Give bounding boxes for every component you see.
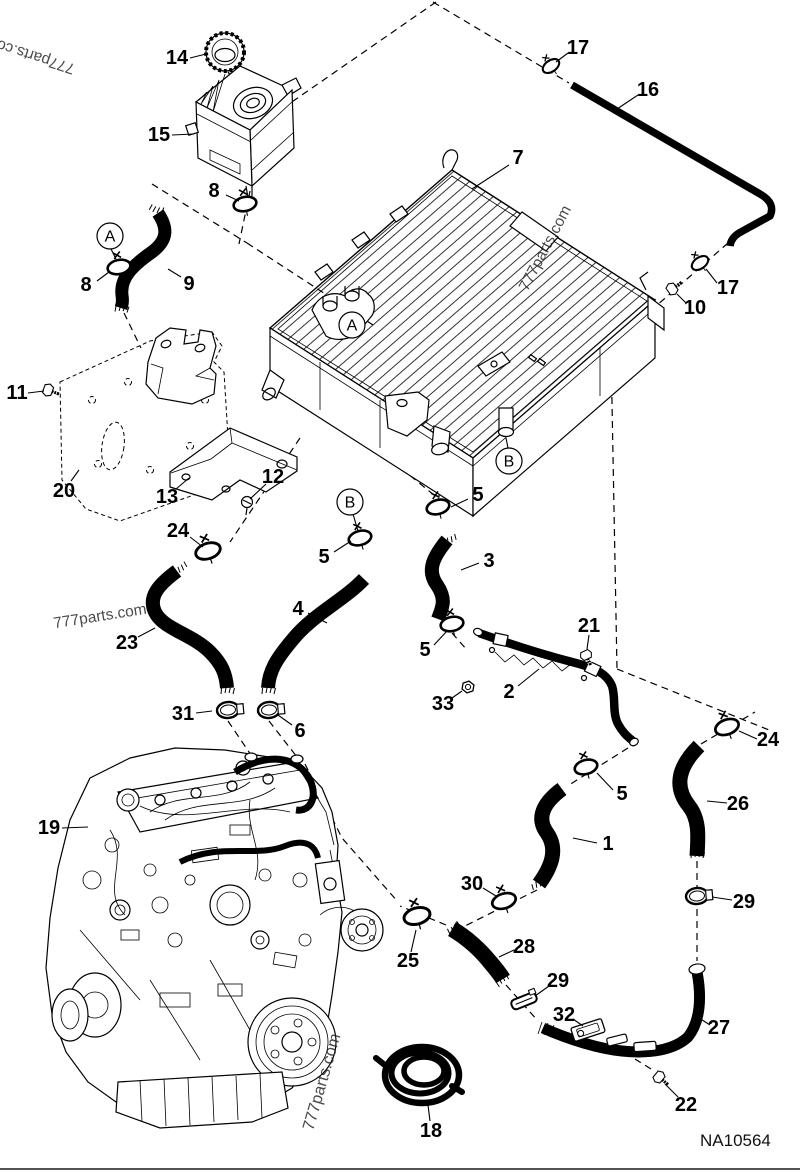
svg-text:B: B <box>504 454 515 471</box>
callout-23: 23 <box>116 632 138 654</box>
callout-29a: 29 <box>733 891 755 913</box>
clamp-29-flat <box>510 987 538 1011</box>
callout-8b: 8 <box>80 274 91 296</box>
svg-text:A: A <box>347 318 358 335</box>
coolant-reservoir <box>184 31 302 199</box>
callout-20: 20 <box>53 480 75 502</box>
clamp-5-hose1 <box>569 748 602 783</box>
view-label-A2: A <box>338 311 366 339</box>
callout-26: 26 <box>727 793 749 815</box>
clamp-5-b1 <box>343 519 376 554</box>
callout-18: 18 <box>420 1120 442 1142</box>
fasteners <box>40 49 745 1091</box>
bracket-13 <box>169 427 298 501</box>
callout-5b: 5 <box>472 484 483 506</box>
hose-26 <box>672 740 706 857</box>
tube-27 <box>537 963 706 1058</box>
drawing-number: NA10564 <box>700 1131 771 1150</box>
clamp-24-right <box>708 706 745 745</box>
callout-21: 21 <box>578 615 600 637</box>
clamp-30 <box>486 880 521 919</box>
screw-12 <box>240 495 254 516</box>
callout-19: 19 <box>38 817 60 839</box>
view-reference-labels: A A B B <box>96 222 523 516</box>
clamp-24-left <box>189 529 226 569</box>
bolt-22 <box>649 1067 674 1091</box>
callout-6: 6 <box>294 720 305 742</box>
hose-3 <box>424 535 453 622</box>
callout-24a: 24 <box>167 520 190 542</box>
hoses <box>114 81 776 1107</box>
callout-8a: 8 <box>208 180 219 202</box>
callout-13: 13 <box>156 486 178 508</box>
callout-16: 16 <box>637 79 659 101</box>
callout-5c: 5 <box>419 639 430 661</box>
callout-31: 31 <box>172 703 194 725</box>
callout-10: 10 <box>684 297 706 319</box>
watermark-mid-left: 777parts.com <box>52 601 147 632</box>
callout-12: 12 <box>262 466 284 488</box>
clamp-17-top <box>535 49 566 81</box>
engine-mount-bracket <box>145 327 217 405</box>
callout-5a: 5 <box>318 546 329 568</box>
callout-30: 30 <box>461 873 483 895</box>
tube-2 <box>473 627 639 747</box>
view-label-A1: A <box>96 222 124 250</box>
fitting-10 <box>663 275 687 299</box>
clamp-29-top <box>684 885 715 907</box>
leader-lines <box>27 52 758 1122</box>
callout-29b: 29 <box>547 970 569 992</box>
hose-16 <box>570 81 776 247</box>
hose-9 <box>114 209 172 311</box>
callout-15: 15 <box>148 124 170 146</box>
clamp-25 <box>398 894 435 935</box>
callout-33: 33 <box>432 693 454 715</box>
callout-3: 3 <box>483 550 494 572</box>
reservoir-cap <box>204 31 246 73</box>
callout-17b: 17 <box>717 277 739 299</box>
callout-27: 27 <box>708 1017 730 1039</box>
hose-23 <box>145 565 234 689</box>
callout-25: 25 <box>397 950 419 972</box>
callout-28: 28 <box>513 936 535 958</box>
svg-text:A: A <box>105 229 116 246</box>
clamp-6 <box>256 699 287 721</box>
callout-22: 22 <box>675 1094 697 1116</box>
coiled-hose-18 <box>373 1043 465 1107</box>
hose-4 <box>261 574 370 689</box>
callout-9: 9 <box>183 273 194 295</box>
view-label-B2: B <box>336 488 364 516</box>
bolt-11 <box>40 381 63 402</box>
callout-5d: 5 <box>616 783 627 805</box>
bracket-32 <box>570 1018 606 1042</box>
callout-32: 32 <box>553 1004 575 1026</box>
callout-24b: 24 <box>757 729 780 751</box>
view-label-B1: B <box>495 447 523 475</box>
radiator: 777parts.com <box>261 149 665 518</box>
hose-28 <box>447 922 510 984</box>
callout-2: 2 <box>503 681 514 703</box>
svg-text:B: B <box>345 495 356 512</box>
callout-7: 7 <box>512 147 523 169</box>
callout-4: 4 <box>292 598 304 620</box>
callout-1: 1 <box>602 833 613 855</box>
clamp-8-tank <box>229 185 261 220</box>
callout-11: 11 <box>6 382 27 404</box>
hose-1 <box>532 782 567 889</box>
callout-17a: 17 <box>567 37 589 59</box>
nut-33 <box>460 679 476 695</box>
callout-14: 14 <box>166 47 189 69</box>
engine <box>45 747 384 1129</box>
callout-labels: 14 15 8 17 16 7 8 9 10 17 11 20 13 12 24… <box>6 37 780 1142</box>
watermark-top-left: 777parts.co <box>0 36 77 77</box>
clamp-31 <box>215 699 246 721</box>
